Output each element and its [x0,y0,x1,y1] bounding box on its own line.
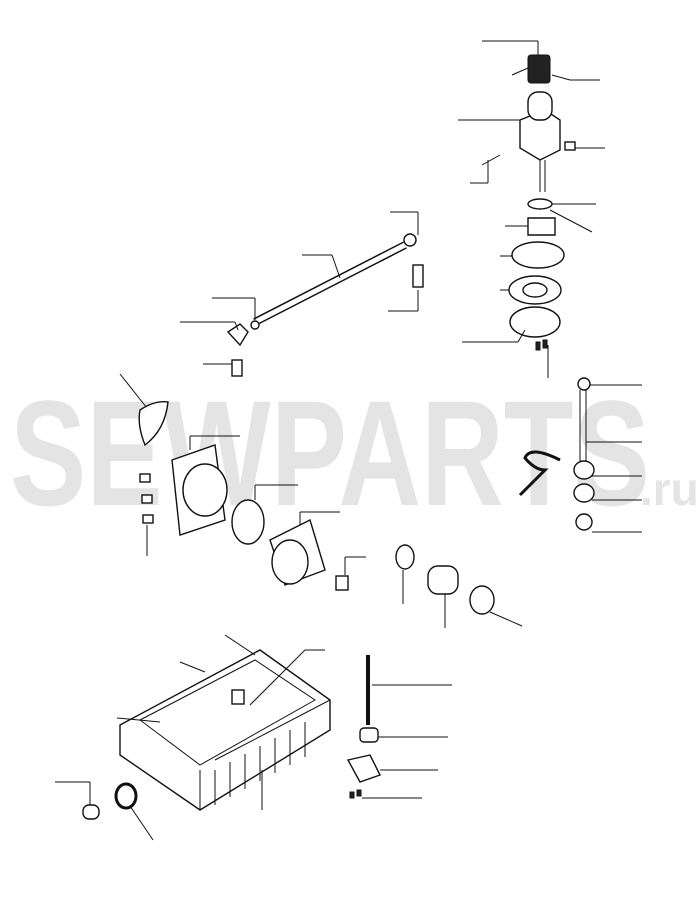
needle-bar-assembly [346,655,452,799]
regulator-assembly [458,40,605,378]
knob-part [527,54,551,84]
watermark-suffix: .ru [640,463,699,515]
face-cover-assembly [119,373,523,628]
connecting-rod-assembly [180,211,424,377]
base-assembly [55,634,331,841]
presser-assembly [518,377,642,533]
base-body [119,649,331,811]
watermark: SEWPARTS .ru [10,369,699,537]
cover-part [138,400,169,447]
